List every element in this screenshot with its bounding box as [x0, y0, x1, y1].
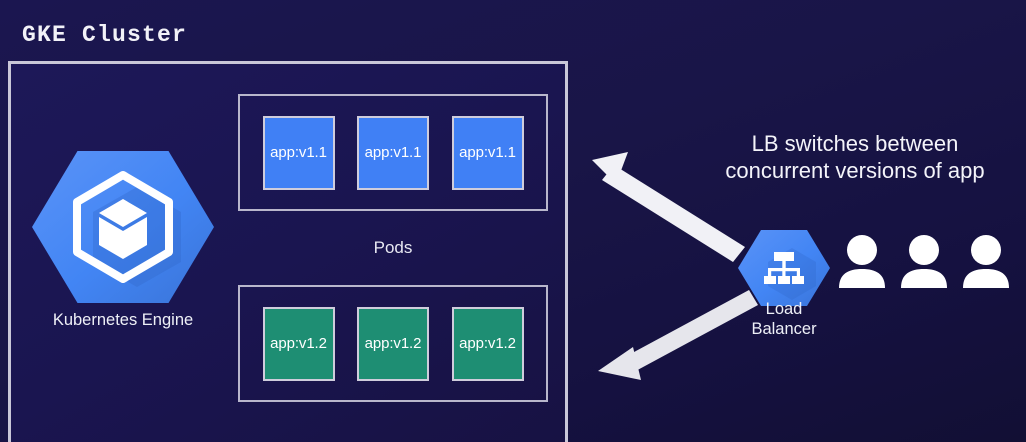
pod-group-v1-1: app:v1.1 app:v1.1 app:v1.1	[238, 94, 548, 211]
load-balancer-node: Load Balancer	[738, 228, 830, 348]
kubernetes-engine-hexagon-icon	[32, 147, 214, 307]
pod-app-v1-2: app:v1.2	[357, 306, 429, 381]
pod-app-v1-2: app:v1.2	[451, 306, 524, 381]
pod-row: app:v1.2 app:v1.2 app:v1.2	[240, 287, 546, 400]
load-balancer-label-line-2: Balancer	[751, 319, 817, 338]
load-balancer-label: Load Balancer	[724, 300, 844, 340]
load-balancer-hexagon-icon	[738, 230, 830, 306]
user-icon	[901, 235, 947, 288]
pod-app-v1-1: app:v1.1	[262, 115, 335, 190]
load-balancer-label-line-1: Load	[765, 300, 803, 318]
user-icon	[963, 235, 1009, 288]
pod-app-v1-1: app:v1.1	[451, 115, 524, 190]
page-title: GKE Cluster	[22, 22, 188, 48]
pods-label: Pods	[373, 238, 413, 257]
pod-row: app:v1.1 app:v1.1 app:v1.1	[240, 96, 546, 209]
pod-app-v1-1: app:v1.1	[357, 115, 429, 190]
lb-caption-line-2: concurrent versions of app	[725, 157, 985, 183]
pod-group-v1-2: app:v1.2 app:v1.2 app:v1.2	[238, 285, 548, 402]
users-group	[838, 234, 1010, 290]
kubernetes-engine-label: Kubernetes Engine	[52, 311, 194, 329]
kubernetes-engine-node: Kubernetes Engine	[28, 147, 218, 342]
user-icon	[839, 235, 885, 288]
lb-caption-line-1: LB switches between	[751, 131, 959, 156]
lb-caption: LB switches between concurrent versions …	[688, 131, 1022, 185]
pod-app-v1-2: app:v1.2	[262, 306, 335, 381]
